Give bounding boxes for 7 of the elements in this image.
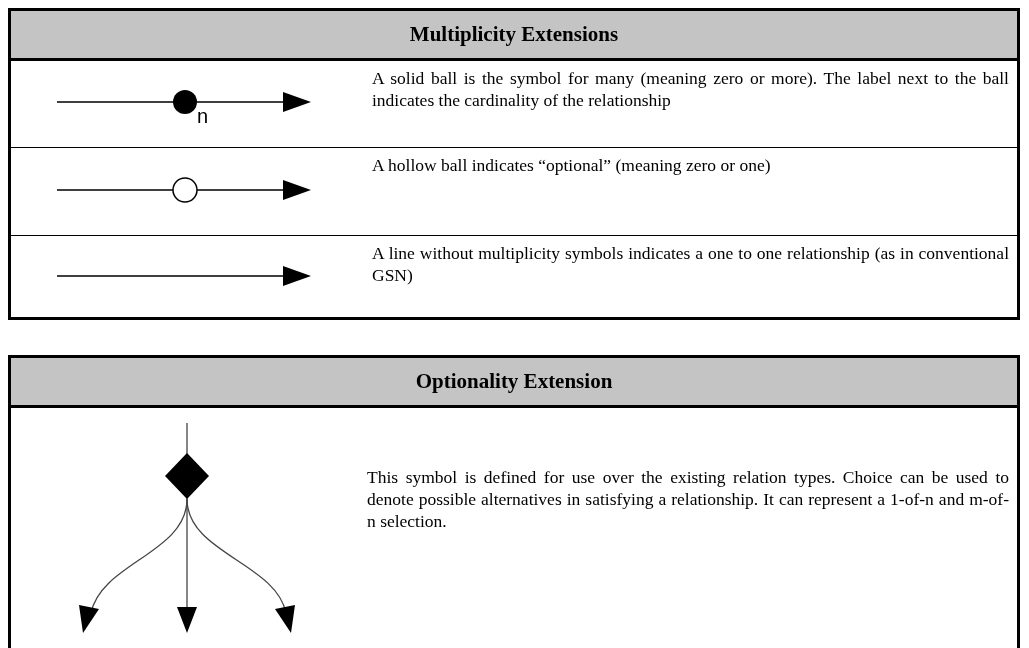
table-heading: Optionality Extension [11, 358, 1017, 408]
description-text: A hollow ball indicates “optional” (meaning zero or one) [372, 154, 772, 176]
table-heading: Multiplicity Extensions [11, 11, 1017, 61]
description-text: This symbol is defined for use over the existing relation types. Choice can be used to denote possible alternatives in satisfying a relationship. It can represent a 1-of-n and m-of-n selection. [367, 466, 1009, 532]
description-text: A solid ball is the symbol for many (meaning zero or more). The label next to the ball indicates the cardinality of the relationship [372, 67, 1009, 111]
cardinality-label: n [197, 106, 209, 126]
description-text: A line without multiplicity symbols indicates a one to one relationship (as in conventional GSN) [372, 242, 1009, 286]
